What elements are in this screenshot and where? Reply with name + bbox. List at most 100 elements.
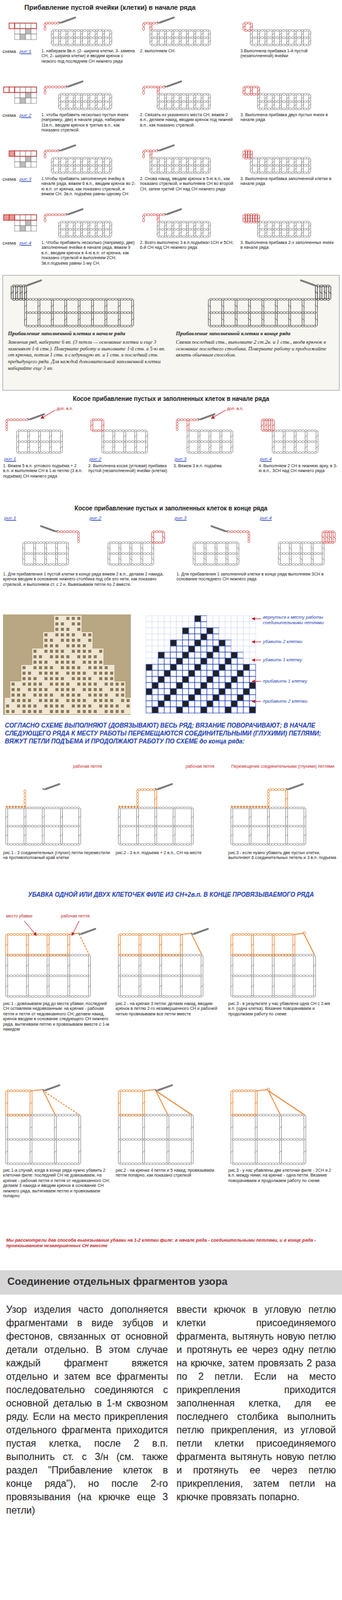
filet-chart bbox=[146, 615, 262, 714]
step-caption: 2. Всего выполнено 3 в.п.подъёма=1СН и 5… bbox=[139, 240, 235, 251]
section-heading: Прибавление пустой ячейки (клетки) в нач… bbox=[24, 3, 317, 12]
step-caption: рис.2 - 3 в.п. подъема + 2 в.п., СН на м… bbox=[115, 850, 224, 856]
scan-text: Связав последний стн., выполните 2 ст.2н… bbox=[175, 338, 337, 359]
step-caption: 3.Выполнена прибавка 1-й пустой (незапол… bbox=[240, 48, 335, 60]
scheme-grid bbox=[9, 23, 37, 40]
section-heading: Косое прибавление пустых и заполненных к… bbox=[0, 505, 342, 513]
figure-number: рис.1 bbox=[4, 515, 17, 521]
step-caption: рис.3 - у нас убавлены две клеточки филе… bbox=[228, 1168, 337, 1184]
figure-number: рис.2 bbox=[89, 515, 102, 521]
callout-label: доп. в.п. bbox=[56, 406, 83, 412]
scan-text: Закончив ряд, наберите 6 вп. (3 петли — … bbox=[7, 338, 169, 372]
scan-panel: Прибавление заполненной клетки в начале … bbox=[2, 275, 340, 391]
figure-number: рис.4 bbox=[19, 240, 32, 246]
step-caption: 1. чтобы прибавить несколько пустых ячее… bbox=[41, 112, 136, 134]
stitch-picture bbox=[277, 530, 336, 566]
lace-photo bbox=[3, 614, 131, 716]
stitch-picture bbox=[43, 79, 112, 111]
figure-number: рис.1 bbox=[4, 456, 17, 462]
figure-number: рис.3 bbox=[174, 515, 187, 521]
scheme-label: схема bbox=[2, 48, 16, 55]
stitch-picture bbox=[117, 782, 194, 846]
scheme-label: схема bbox=[2, 176, 16, 182]
scheme-label: схема bbox=[2, 240, 16, 246]
stitch-picture bbox=[260, 418, 319, 454]
step-caption: рис.2 - на крючке 4 петли и 5 накид; про… bbox=[115, 1168, 224, 1179]
step-caption: 1. набираем 8в.п. (2- ширина клетки, 3- … bbox=[41, 48, 136, 64]
figure-number: рис.2 bbox=[89, 456, 102, 462]
stitch-picture bbox=[142, 207, 211, 238]
title-band: Соединение отдельных фрагментов узора bbox=[0, 1270, 342, 1295]
section-heading: УБАВКА ОДНОЙ ИЛИ ДВУХ КЛЕТОЧЕК ФИЛЕ ИЗ С… bbox=[6, 890, 336, 899]
stitch-picture bbox=[4, 927, 95, 999]
note-text: Мы рассмотрели два способа вывязывания у… bbox=[6, 1237, 336, 1250]
step-caption: 4. Выполняем 2 СН в нижнюю арку, в 3-ю в… bbox=[258, 463, 339, 475]
stitch-picture bbox=[10, 278, 134, 328]
scheme-label: схема bbox=[2, 112, 16, 119]
figure-number: рис.3 bbox=[19, 176, 32, 182]
callout-label: рабочая петля bbox=[185, 764, 226, 770]
stitch-picture bbox=[242, 149, 311, 174]
scheme-grid bbox=[3, 87, 37, 104]
figure-number: рис.2 bbox=[19, 112, 32, 119]
stitch-picture bbox=[117, 1083, 194, 1166]
stitch-picture bbox=[4, 1083, 81, 1166]
figure-number: рис.3 bbox=[174, 456, 187, 462]
chart-note: прибавить 1 клетку bbox=[262, 678, 339, 684]
callout-label: Перемещение соединительными (глухими) пе… bbox=[231, 764, 338, 770]
callout-label: рабочая петля bbox=[60, 914, 104, 919]
body-text: Узор изделия часто дополняется фрагмента… bbox=[6, 1303, 168, 1518]
step-caption: рис.1 - довязываем ряд до места убавки; … bbox=[3, 1001, 112, 1033]
step-caption: 1. Для прибавления 1 заполненной клетки … bbox=[176, 572, 338, 583]
figure-number: рис.4 bbox=[259, 456, 273, 462]
scheme-grid bbox=[3, 214, 37, 232]
body-text: ввести крючок в угловую петлю клетки при… bbox=[176, 1303, 336, 1505]
band-heading: Соединение отдельных фрагментов узора bbox=[7, 1276, 336, 1289]
stitch-picture bbox=[207, 278, 332, 328]
scheme-grid bbox=[9, 150, 37, 168]
stitch-picture bbox=[43, 15, 112, 47]
stitch-picture bbox=[43, 207, 112, 238]
stitch-picture bbox=[230, 782, 307, 846]
step-caption: рис.1 - 3 соединительных (глухих) петли … bbox=[3, 850, 112, 862]
stitch-picture bbox=[5, 412, 63, 454]
chart-note: вернуться к месту работы соединительными… bbox=[262, 614, 339, 626]
chart-note: прибавить 2 клетки bbox=[262, 698, 339, 705]
stitch-picture bbox=[242, 213, 311, 238]
step-caption: 3. Выполнена прибавка двух пустых ячеек … bbox=[240, 112, 335, 123]
step-caption: 1. Чтобы прибавить несколько (например, … bbox=[41, 240, 136, 266]
section-heading: Косое прибавление пустых и заполненных к… bbox=[0, 395, 342, 403]
chart-note: убавить 1 клетку bbox=[262, 657, 339, 663]
callout-label: рабочая петля bbox=[73, 764, 113, 770]
step-caption: 3. Выполнена прибавка заполненной клетки… bbox=[240, 176, 335, 187]
stitch-picture bbox=[142, 79, 211, 111]
step-caption: рис.3 - в результате у нас убавлена одна… bbox=[228, 1001, 337, 1017]
figure-number: рис.4 bbox=[259, 515, 273, 521]
callout-label: доп. в.п. bbox=[226, 406, 253, 412]
stitch-picture bbox=[43, 143, 112, 175]
stitch-picture bbox=[4, 782, 81, 846]
step-caption: рис.3 - если нужно убавить две пустых кл… bbox=[228, 850, 337, 862]
stitch-picture bbox=[175, 412, 234, 454]
stitch-picture bbox=[242, 85, 311, 110]
scan-heading: Прибавление заполненной клетки в начале … bbox=[7, 330, 169, 337]
stitch-picture bbox=[142, 143, 211, 175]
step-caption: 3. Выполнена прибавка 2-х заполненных яч… bbox=[240, 240, 335, 251]
stitch-picture bbox=[90, 418, 148, 454]
stitch-picture bbox=[192, 524, 250, 566]
stitch-picture bbox=[107, 530, 165, 566]
stitch-picture bbox=[230, 1088, 307, 1166]
chart-note: убавить 2 клетки bbox=[262, 638, 339, 645]
stitch-picture bbox=[117, 927, 208, 999]
step-caption: 2. Выполнена косая (угловая) прибавка пу… bbox=[88, 463, 169, 475]
instruction-text: СОГЛАСНО СХЕМЕ ВЫПОЛНЯЮТ (ДОВЯЗЫВАЮТ) ВЕ… bbox=[4, 721, 338, 746]
step-caption: рис.1-а случай, когда в конце ряда нужно… bbox=[3, 1168, 112, 1199]
stitch-picture bbox=[230, 932, 316, 999]
stitch-picture bbox=[242, 21, 311, 46]
step-caption: 1. Для прибавления 1 пустой клетки в кон… bbox=[3, 572, 169, 588]
scan-heading: Прибавление заполненной клетки в конце р… bbox=[175, 330, 337, 337]
step-caption: 2. Снова накид, вводим крючок в 5-ю в.п.… bbox=[139, 176, 235, 192]
step-caption: 1. Вяжем 5 в.п. углового подъёма + 2 в.п… bbox=[3, 463, 84, 479]
callout-label: место убавки bbox=[6, 914, 49, 919]
step-caption: 3. Вяжем 3 в.п. подъёма bbox=[173, 463, 254, 469]
